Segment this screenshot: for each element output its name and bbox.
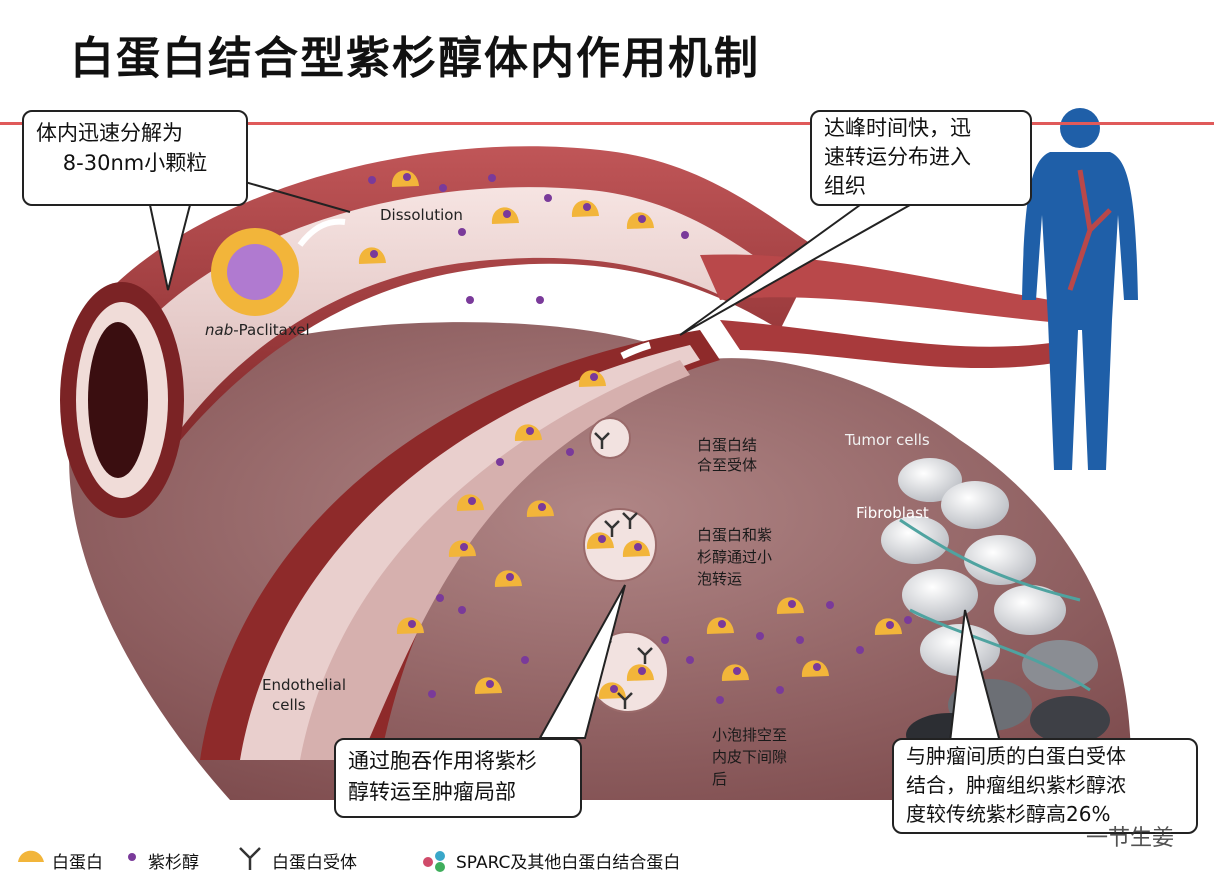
paclitaxel-dot xyxy=(686,656,694,664)
vesicle-empty-label-3: 后 xyxy=(712,770,727,788)
albumin-receptor-mark xyxy=(617,692,633,709)
callout-stroma-line1: 与肿瘤间质的白蛋白受体 xyxy=(906,744,1126,768)
legend-paclitaxel-icon xyxy=(128,853,136,861)
bound-paclitaxel-dot xyxy=(598,535,606,543)
nab-paclitaxel-particle xyxy=(211,228,299,316)
bound-paclitaxel-dot xyxy=(503,210,511,218)
legend-paclitaxel-label: 紫杉醇 xyxy=(148,853,199,873)
endothelial-label-line2: cells xyxy=(272,696,306,714)
legend-receptor-icon xyxy=(239,847,261,870)
callout-dissolve: 体内迅速分解为 8-30nm小颗粒 xyxy=(22,110,248,206)
bound-paclitaxel-dot xyxy=(526,427,534,435)
callout-transcytosis-line1: 通过胞吞作用将紫杉 xyxy=(348,749,537,773)
paclitaxel-dots xyxy=(368,174,912,704)
bound-paclitaxel-dot xyxy=(813,663,821,671)
paclitaxel-dot xyxy=(436,594,444,602)
header-divider xyxy=(0,122,1214,125)
callout-stroma-line3: 度较传统紫杉醇高26% xyxy=(906,802,1111,826)
callout-peak: 达峰时间快，迅 速转运分布进入 组织 xyxy=(810,110,1032,206)
callout-dissolve-line2: 8-30nm小颗粒 xyxy=(62,151,208,175)
bound-paclitaxel-dot xyxy=(634,543,642,551)
callout-dissolve-line1: 体内迅速分解为 xyxy=(36,121,183,145)
paclitaxel-dot xyxy=(826,601,834,609)
bound-paclitaxel-dot xyxy=(403,173,411,181)
endothelial-label-line1: Endothelial xyxy=(262,676,346,694)
paclitaxel-dot xyxy=(458,606,466,614)
bound-paclitaxel-dot xyxy=(583,203,591,211)
albumin-particles xyxy=(358,170,902,699)
nab-paclitaxel-label: nab-Paclitaxel xyxy=(205,321,310,339)
vesicle-transport-label-2: 杉醇通过小 xyxy=(697,548,772,566)
albumin-receptor-mark xyxy=(622,512,638,529)
bound-paclitaxel-dot xyxy=(788,600,796,608)
dissolution-label: Dissolution xyxy=(380,206,463,224)
callout-transcytosis-line2: 醇转运至肿瘤局部 xyxy=(348,780,516,804)
paclitaxel-dot xyxy=(428,690,436,698)
vesicle xyxy=(583,508,657,582)
fibroblast-label: Fibroblast xyxy=(856,504,929,522)
paclitaxel-dot xyxy=(458,228,466,236)
paclitaxel-dot xyxy=(661,636,669,644)
paclitaxel-dot xyxy=(756,632,764,640)
legend-sparc-icon xyxy=(423,851,445,872)
legend: 白蛋白 紫杉醇 白蛋白受体 SPARC及其他白蛋白结合蛋白 xyxy=(0,838,1214,886)
bound-paclitaxel-dot xyxy=(460,543,468,551)
paclitaxel-dot xyxy=(856,646,864,654)
paclitaxel-dot xyxy=(716,696,724,704)
blood-vessel-lumen xyxy=(160,187,760,430)
paclitaxel-dot xyxy=(496,458,504,466)
vesicle-empty-label-2: 内皮下间隙 xyxy=(712,748,787,766)
legend-receptor-label: 白蛋白受体 xyxy=(272,853,357,873)
albumin-receptor-mark xyxy=(604,520,620,537)
page-title: 白蛋白结合型紫杉醇体内作用机制 xyxy=(70,33,760,84)
tumor-cells-label: Tumor cells xyxy=(844,431,930,449)
albumin-receptor-mark xyxy=(594,432,610,449)
bound-paclitaxel-dot xyxy=(718,620,726,628)
callout-transcytosis: 通过胞吞作用将紫杉 醇转运至肿瘤局部 xyxy=(334,738,582,818)
bound-paclitaxel-dot xyxy=(468,497,476,505)
bound-paclitaxel-dot xyxy=(538,503,546,511)
bound-paclitaxel-dot xyxy=(590,373,598,381)
paclitaxel-dot xyxy=(466,296,474,304)
paclitaxel-dot xyxy=(796,636,804,644)
paclitaxel-dot xyxy=(439,184,447,192)
vesicle-transport-label-3: 泡转运 xyxy=(697,570,742,588)
paclitaxel-dot xyxy=(368,176,376,184)
vesicle-transport-label-1: 白蛋白和紫 xyxy=(697,526,772,544)
paclitaxel-dot xyxy=(536,296,544,304)
paclitaxel-dot xyxy=(566,448,574,456)
bound-paclitaxel-dot xyxy=(610,685,618,693)
callout-stroma-line2: 结合，肿瘤组织紫杉醇浓 xyxy=(906,773,1126,797)
bound-paclitaxel-dot xyxy=(886,621,894,629)
legend-albumin-icon xyxy=(18,850,44,862)
paclitaxel-dot xyxy=(488,174,496,182)
callout-peak-line1: 达峰时间快，迅 xyxy=(824,116,971,140)
albumin-receptor-mark xyxy=(637,647,653,664)
callout-peak-line3: 组织 xyxy=(824,174,866,198)
bound-paclitaxel-dot xyxy=(733,667,741,675)
vesicle-empty-label-1: 小泡排空至 xyxy=(712,726,787,744)
paclitaxel-dot xyxy=(544,194,552,202)
callout-peak-line2: 速转运分布进入 xyxy=(824,145,971,169)
bound-paclitaxel-dot xyxy=(486,680,494,688)
callout-stroma: 与肿瘤间质的白蛋白受体 结合，肿瘤组织紫杉醇浓 度较传统紫杉醇高26% xyxy=(892,738,1198,834)
legend-sparc-label: SPARC及其他白蛋白结合蛋白 xyxy=(456,853,681,873)
receptor-bind-label-1: 白蛋白结 xyxy=(697,436,757,454)
legend-albumin-label: 白蛋白 xyxy=(52,853,103,873)
bound-paclitaxel-dot xyxy=(506,573,514,581)
vesicle xyxy=(589,417,631,459)
bound-paclitaxel-dot xyxy=(638,215,646,223)
paclitaxel-dot xyxy=(521,656,529,664)
dissolution-arrow xyxy=(297,218,346,247)
bound-paclitaxel-dot xyxy=(408,620,416,628)
paclitaxel-dot xyxy=(681,231,689,239)
paclitaxel-dot xyxy=(776,686,784,694)
human-silhouette xyxy=(1022,108,1138,470)
receptor-bind-label-2: 合至受体 xyxy=(697,456,757,474)
watermark: 一节生姜 xyxy=(1085,826,1174,851)
bound-paclitaxel-dot xyxy=(370,250,378,258)
bound-paclitaxel-dot xyxy=(638,667,646,675)
paclitaxel-dot xyxy=(904,616,912,624)
